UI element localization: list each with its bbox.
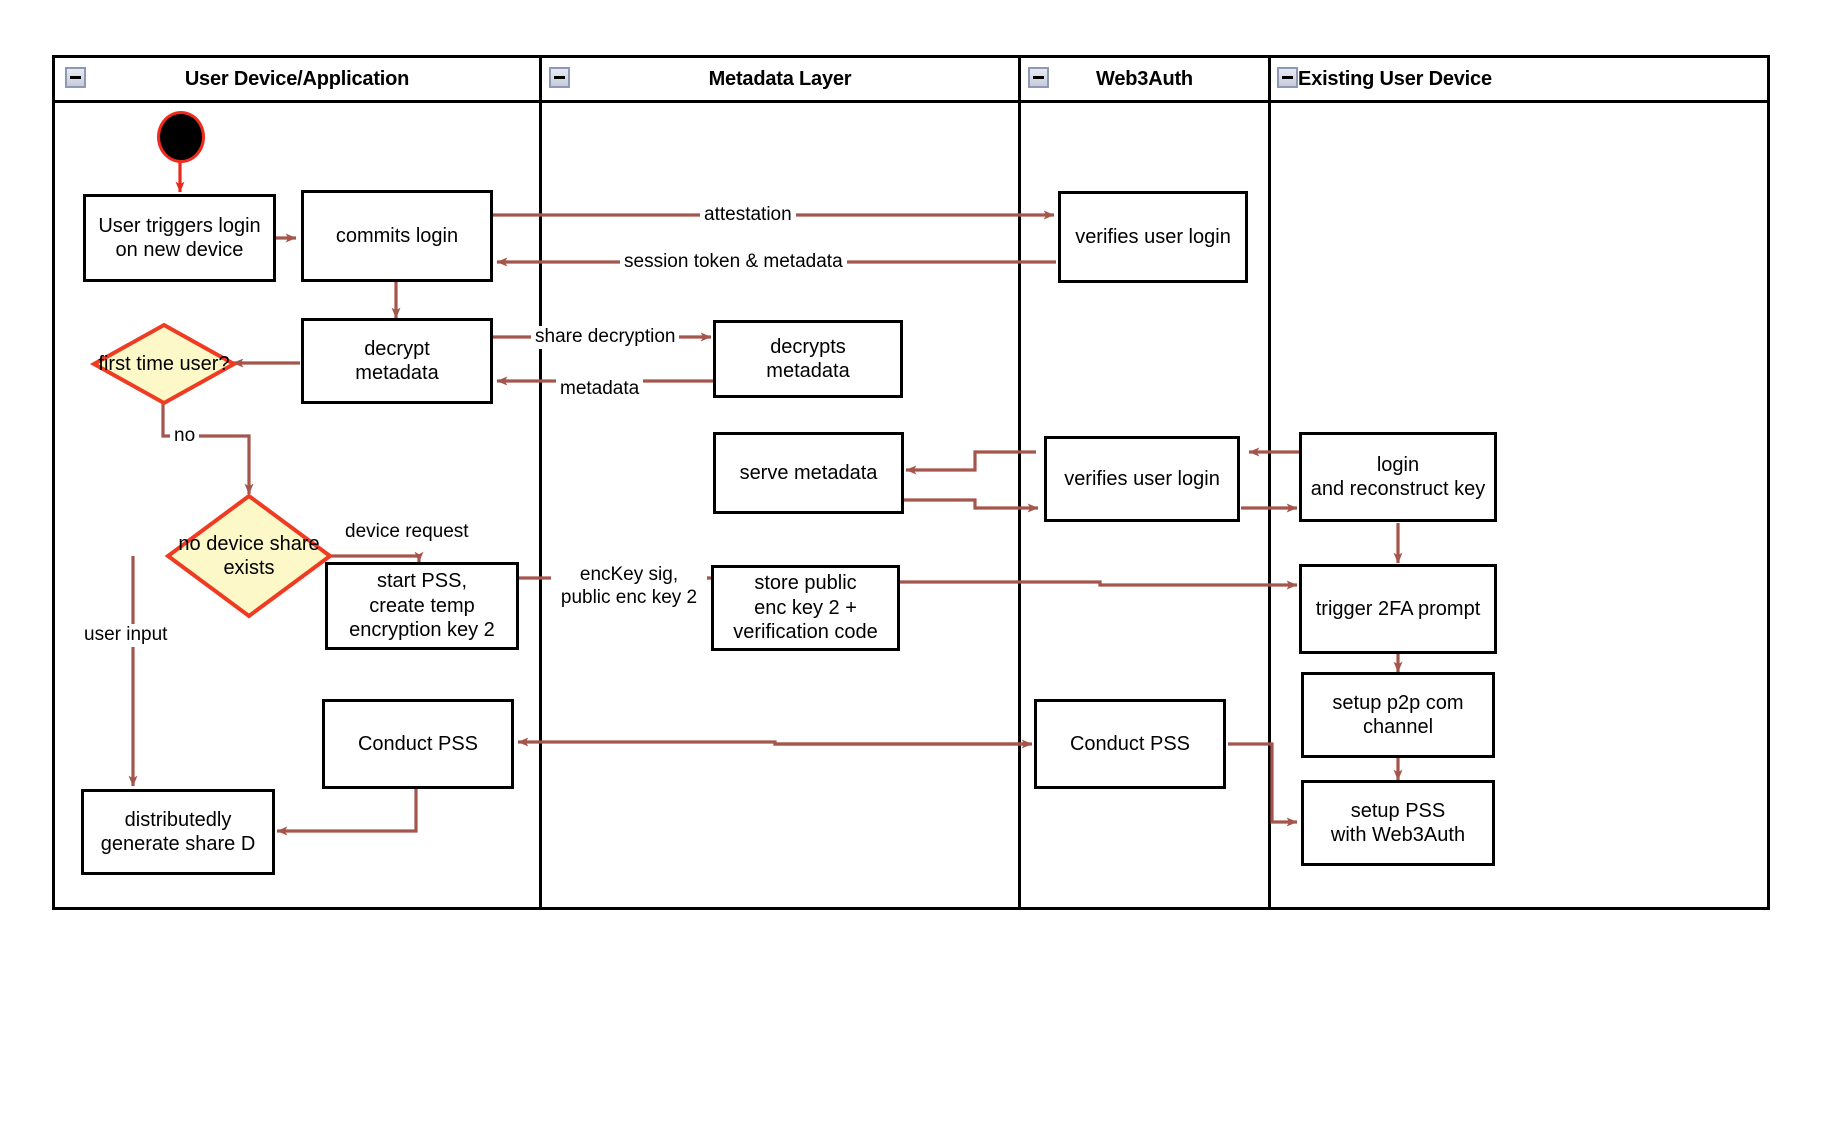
lane-title-existing-device: Existing User Device bbox=[1298, 67, 1492, 90]
node-line: decrypt bbox=[364, 337, 430, 360]
node-line: verification code bbox=[733, 621, 878, 644]
minus-glyph bbox=[554, 76, 565, 79]
node-line: login bbox=[1376, 453, 1420, 476]
edge-label-user-input: user input bbox=[80, 624, 172, 647]
node-line: store public bbox=[754, 572, 857, 595]
lane-title-user-device: User Device/Application bbox=[184, 67, 410, 90]
node-verifies-user-login-2[interactable]: verifies user login bbox=[1044, 436, 1240, 522]
node-no-device-share-exists[interactable]: no device share exists bbox=[164, 493, 334, 619]
minus-glyph bbox=[1282, 76, 1293, 79]
header-divider bbox=[55, 100, 1767, 103]
node-line: metadata bbox=[766, 360, 850, 382]
node-decrypt-metadata[interactable]: decrypt metadata bbox=[301, 318, 493, 404]
node-line: decrypts bbox=[770, 335, 846, 358]
node-line: commits login bbox=[335, 224, 459, 247]
minus-glyph bbox=[70, 76, 81, 79]
node-first-time-user[interactable]: first time user? bbox=[89, 322, 239, 406]
lane-divider-1 bbox=[539, 58, 542, 907]
edge-label-line: encKey sig, bbox=[579, 564, 679, 585]
edge-label-attestation: attestation bbox=[700, 204, 796, 227]
start-node[interactable] bbox=[157, 111, 205, 163]
node-line: encryption key 2 bbox=[349, 619, 495, 642]
node-conduct-pss-user[interactable]: Conduct PSS bbox=[322, 699, 514, 789]
lane-title-web3auth: Web3Auth bbox=[1096, 67, 1193, 90]
edge-label-no: no bbox=[170, 425, 200, 448]
edge-label-share-decryption: share decryption bbox=[531, 326, 680, 349]
node-setup-pss-with-web3auth[interactable]: setup PSS with Web3Auth bbox=[1301, 780, 1495, 866]
edge-label-device-request: device request bbox=[341, 521, 473, 544]
edge-label-line: public enc key 2 bbox=[560, 586, 698, 608]
lane-divider-3 bbox=[1268, 58, 1271, 907]
node-user-triggers-login[interactable]: User triggers login on new device bbox=[83, 194, 276, 282]
node-line: setup PSS bbox=[1350, 799, 1446, 822]
node-line: on new device bbox=[115, 239, 244, 261]
node-trigger-2fa-prompt[interactable]: trigger 2FA prompt bbox=[1299, 564, 1497, 654]
node-line: trigger 2FA prompt bbox=[1315, 597, 1481, 620]
node-setup-p2p-com-channel[interactable]: setup p2p com channel bbox=[1301, 672, 1495, 758]
node-line: Conduct PSS bbox=[357, 732, 479, 755]
node-login-and-reconstruct-key[interactable]: login and reconstruct key bbox=[1299, 432, 1497, 522]
node-line: generate share D bbox=[100, 833, 256, 855]
node-verifies-user-login-1[interactable]: verifies user login bbox=[1058, 191, 1248, 283]
collapse-icon-lane-web3auth[interactable] bbox=[1028, 67, 1049, 88]
collapse-icon-lane-metadata[interactable] bbox=[549, 67, 570, 88]
edge-label-metadata: metadata bbox=[556, 378, 644, 401]
node-store-public-enc-key[interactable]: store public enc key 2 + verification co… bbox=[711, 565, 900, 651]
node-line: metadata bbox=[355, 362, 439, 384]
node-line: with Web3Auth bbox=[1330, 824, 1466, 846]
edge-label-session-token-metadata: session token & metadata bbox=[620, 251, 847, 274]
collapse-icon-lane-existing-device[interactable] bbox=[1277, 67, 1298, 88]
node-line: channel bbox=[1362, 716, 1434, 738]
node-line: verifies user login bbox=[1075, 225, 1231, 248]
node-line: User triggers login bbox=[98, 214, 261, 237]
node-distributedly-generate-share-d[interactable]: distributedly generate share D bbox=[81, 789, 275, 875]
edge-label-enckey-sig: encKey sig, public enc key 2 bbox=[551, 564, 707, 610]
lane-divider-2 bbox=[1018, 58, 1021, 907]
collapse-icon-lane-user-device[interactable] bbox=[65, 67, 86, 88]
lane-title-metadata: Metadata Layer bbox=[708, 67, 852, 90]
minus-glyph bbox=[1033, 76, 1044, 79]
node-line: and reconstruct key bbox=[1310, 478, 1486, 500]
node-serve-metadata[interactable]: serve metadata bbox=[713, 432, 904, 514]
node-line: start PSS, bbox=[376, 570, 467, 593]
node-line: serve metadata bbox=[739, 461, 878, 484]
node-line: enc key 2 + bbox=[754, 596, 857, 619]
node-line: distributedly bbox=[124, 808, 232, 831]
node-line: Conduct PSS bbox=[1069, 732, 1191, 755]
node-conduct-pss-web3auth[interactable]: Conduct PSS bbox=[1034, 699, 1226, 789]
node-line: create temp bbox=[369, 594, 475, 617]
node-start-pss[interactable]: start PSS, create temp encryption key 2 bbox=[325, 562, 519, 650]
node-line: setup p2p com bbox=[1332, 691, 1464, 714]
node-commits-login[interactable]: commits login bbox=[301, 190, 493, 282]
node-decrypts-metadata[interactable]: decrypts metadata bbox=[713, 320, 903, 398]
node-line: verifies user login bbox=[1064, 467, 1220, 490]
